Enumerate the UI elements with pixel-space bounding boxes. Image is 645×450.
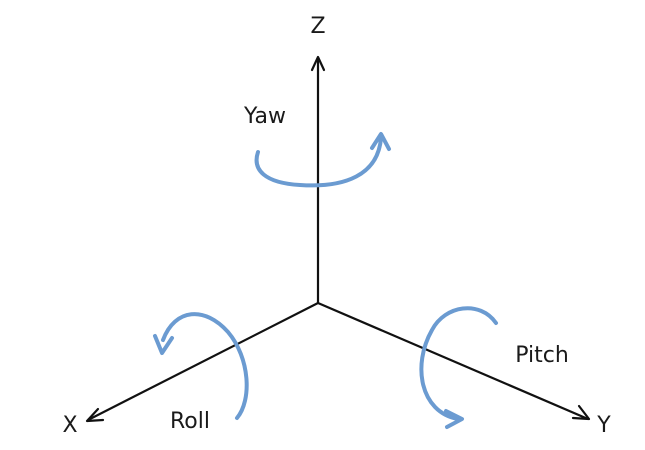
x-axis-arrowhead [85,407,105,423]
yaw-arc [254,136,383,188]
x-axis-line [87,302,319,421]
z-axis-label: Z [310,14,325,39]
yaw-arrowhead [370,132,391,151]
x-axis-label: X [62,413,77,438]
roll-label: Roll [170,409,210,434]
roll-arc [161,312,249,420]
y-axis [317,301,591,421]
roll-arrowhead [153,334,174,355]
roll-rotation-arrow [153,312,249,420]
y-axis-arrowhead [571,404,591,421]
z-axis [310,55,326,303]
pitch-arc [419,306,498,421]
pitch-arrowhead [444,409,464,429]
yaw-rotation-arrow [254,132,391,188]
pitch-label: Pitch [515,343,569,368]
pitch-rotation-arrow [419,306,498,429]
y-axis-line [317,301,589,421]
z-axis-arrowhead [310,55,326,72]
x-axis [85,302,319,423]
y-axis-label: Y [596,413,611,438]
yaw-label: Yaw [243,104,286,129]
